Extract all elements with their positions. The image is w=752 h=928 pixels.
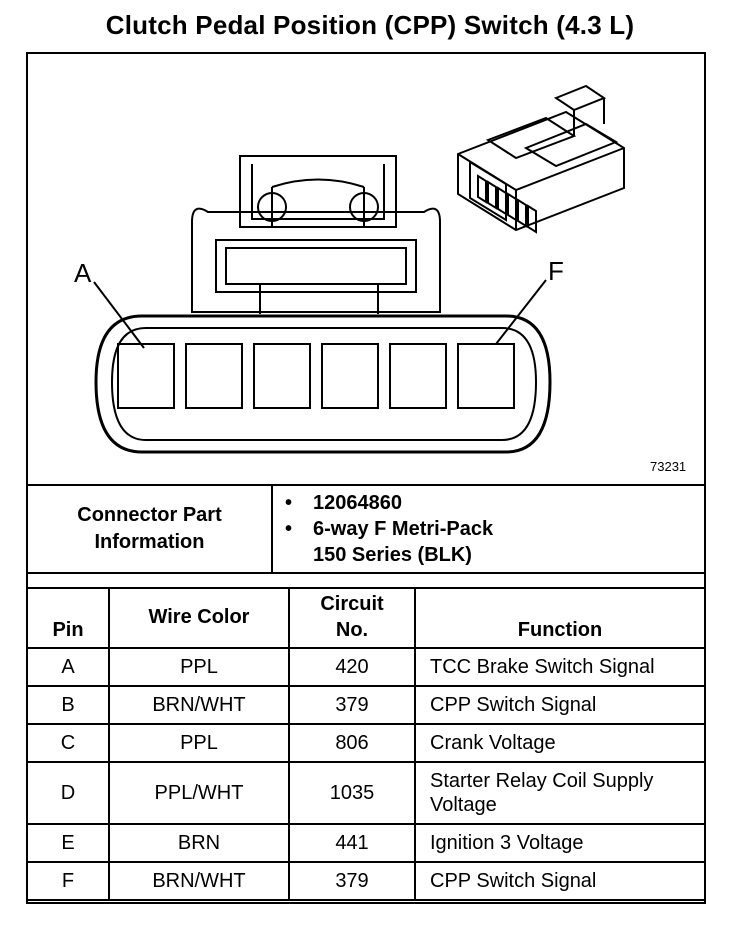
cell-circuit: 441 [288,823,416,863]
pinout-table: Pin Wire Color Circuit No. Function A PP… [26,587,706,901]
connector-housing [191,207,441,314]
cell-circuit: 379 [288,861,416,901]
connector-info-label-line2: Information [94,531,205,553]
connector-info-item-line2: 150 Series (BLK) [313,544,472,566]
connector-face [94,314,552,454]
connector-drawing [93,84,625,454]
page-title: Clutch Pedal Position (CPP) Switch (4.3 … [105,10,635,40]
pin-a-leader [93,281,145,349]
cell-wire-color: BRN/WHT [108,685,290,725]
cell-function: TCC Brake Switch Signal [414,647,706,687]
connector-info-items: •12064860 •6-way F Metri-Pack 150 Series… [271,484,706,574]
header-pin: Pin [26,587,110,649]
connector-info-item: •6-way F Metri-Pack [285,518,494,540]
cell-pin: C [26,723,110,763]
cell-pin: D [26,761,110,825]
cell-function: Ignition 3 Voltage [414,823,706,863]
cell-circuit: 420 [288,647,416,687]
figure-number: 73231 [650,459,687,474]
connector-isometric-view [457,84,625,234]
connector-lock-tab [239,155,397,228]
connector-info-table: Connector Part Information •12064860 •6-… [26,484,706,574]
connector-info-item: •12064860 [285,492,402,514]
cell-wire-color: PPL/WHT [108,761,290,825]
header-function: Function [414,587,706,649]
cell-pin: B [26,685,110,725]
cell-function: Starter Relay Coil Supply Voltage [414,761,706,825]
cell-pin: A [26,647,110,687]
table-row: A PPL 420 TCC Brake Switch Signal [26,647,706,687]
cell-wire-color: PPL [108,647,290,687]
table-row: D PPL/WHT 1035 Starter Relay Coil Supply… [26,761,706,825]
table-row: E BRN 441 Ignition 3 Voltage [26,823,706,863]
cell-circuit: 379 [288,685,416,725]
cell-pin: E [26,823,110,863]
pin-f-label: F [548,256,564,286]
diagram-frame [26,52,706,904]
cell-wire-color: BRN [108,823,290,863]
cell-function: CPP Switch Signal [414,861,706,901]
cell-wire-color: PPL [108,723,290,763]
pin-f-leader [495,279,547,345]
cell-circuit: 1035 [288,761,416,825]
header-circuit: Circuit No. [288,587,416,649]
table-row: B BRN/WHT 379 CPP Switch Signal [26,685,706,725]
cell-wire-color: BRN/WHT [108,861,290,901]
header-wire-color: Wire Color [108,587,290,649]
cell-pin: F [26,861,110,901]
cell-function: CPP Switch Signal [414,685,706,725]
table-row: F BRN/WHT 379 CPP Switch Signal [26,861,706,901]
table-row: C PPL 806 Crank Voltage [26,723,706,763]
cell-function: Crank Voltage [414,723,706,763]
pin-a-label: A [74,258,92,288]
connector-info-label: Connector Part Information [26,484,273,574]
cell-circuit: 806 [288,723,416,763]
pinout-header-row: Pin Wire Color Circuit No. Function [26,587,706,649]
connector-info-label-line1: Connector Part [77,504,222,526]
